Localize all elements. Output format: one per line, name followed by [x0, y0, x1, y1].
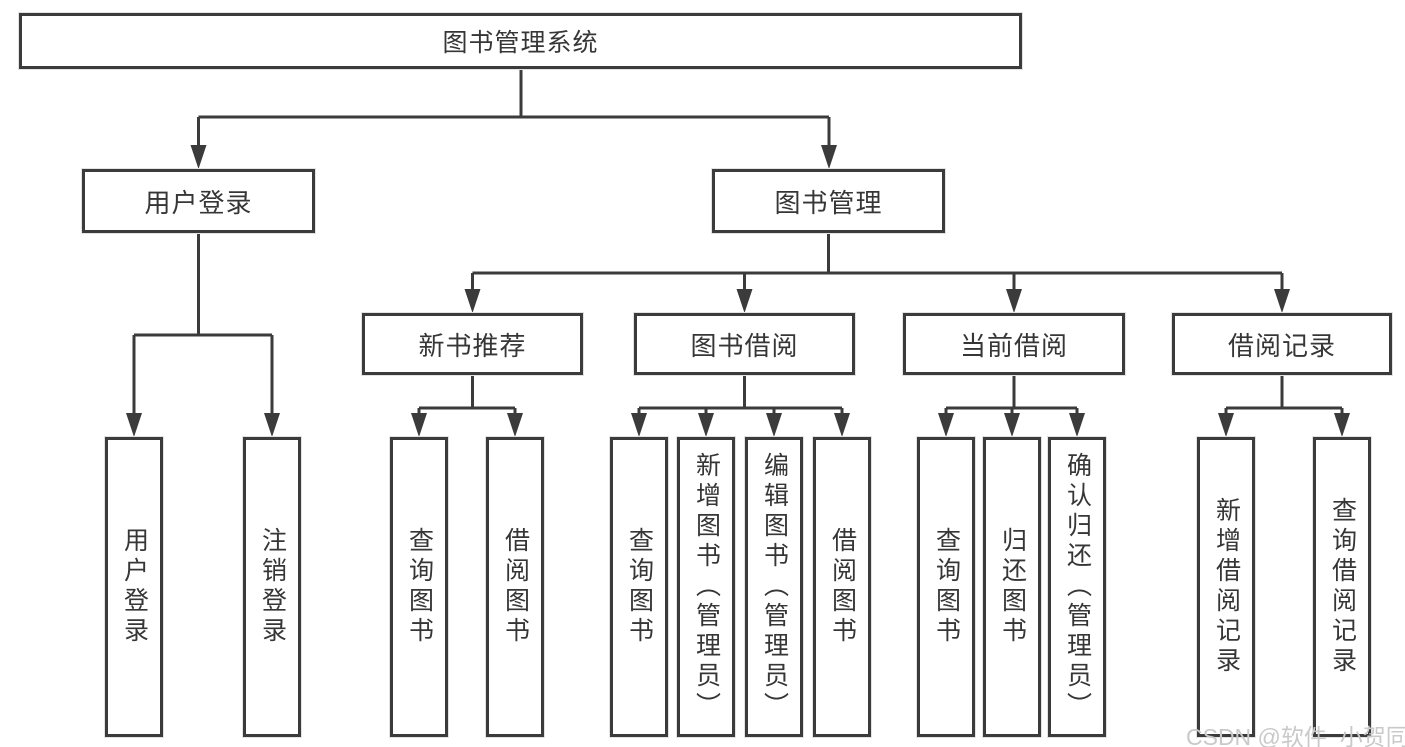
arrowhead	[264, 413, 280, 437]
leaf-return-books: 归还图书	[983, 437, 1041, 737]
node-book-management-label: 图书管理	[774, 187, 883, 218]
leaf-logout: 注销登录	[243, 437, 301, 737]
connector-book-management-to-level3	[471, 233, 1284, 294]
connector-book-borrow-to-leaves	[637, 375, 844, 418]
leaf-query-borrow-record-label: 查询借阅记录	[1328, 497, 1357, 677]
arrowhead	[821, 145, 837, 169]
arrowhead	[411, 413, 427, 437]
leaf-user-login: 用户登录	[105, 437, 163, 737]
leaf-query-books-borrow-label: 查询图书	[625, 527, 654, 647]
leaf-add-borrow-record: 新增借阅记录	[1197, 437, 1255, 737]
arrowhead	[834, 413, 850, 437]
leaf-edit-books-admin-label: 编辑图书（管理员）	[760, 452, 789, 722]
leaf-confirm-return-admin-label: 确认归还（管理员）	[1063, 452, 1092, 722]
connector-new-book-to-leaves	[417, 375, 517, 418]
leaf-borrow-books: 借阅图书	[813, 437, 871, 737]
leaf-query-books-current-label: 查询图书	[932, 527, 961, 647]
node-borrow-records: 借阅记录	[1172, 313, 1392, 375]
leaf-add-books-admin: 新增图书（管理员）	[677, 437, 735, 737]
connector-user-login-to-leaves	[132, 233, 274, 418]
arrowhead	[1274, 289, 1290, 313]
arrowhead	[698, 413, 714, 437]
node-root-label: 图书管理系统	[442, 29, 599, 57]
arrowhead	[1218, 413, 1234, 437]
arrowhead	[631, 413, 647, 437]
arrowhead	[766, 413, 782, 437]
node-book-borrow-label: 图书借阅	[690, 330, 799, 361]
leaf-add-books-admin-label: 新增图书（管理员）	[692, 452, 721, 722]
arrowhead	[1069, 413, 1085, 437]
connector-current-borrow-to-leaves	[944, 375, 1079, 418]
node-new-book-recommend-label: 新书推荐	[418, 330, 527, 361]
node-borrow-records-label: 借阅记录	[1227, 330, 1336, 361]
node-user-login-label: 用户登录	[144, 187, 253, 218]
arrowhead	[126, 413, 142, 437]
arrowhead	[507, 413, 523, 437]
leaf-query-books-borrow: 查询图书	[610, 437, 668, 737]
leaf-edit-books-admin: 编辑图书（管理员）	[745, 437, 803, 737]
leaf-return-books-label: 归还图书	[998, 527, 1027, 647]
leaf-add-borrow-record-label: 新增借阅记录	[1212, 497, 1241, 677]
node-user-login: 用户登录	[82, 169, 315, 233]
leaf-query-books-recommend-label: 查询图书	[405, 527, 434, 647]
leaf-borrow-books-recommend-label: 借阅图书	[501, 527, 530, 647]
connector-root-to-level2	[197, 69, 831, 150]
leaf-confirm-return-admin: 确认归还（管理员）	[1048, 437, 1106, 737]
node-current-borrow-label: 当前借阅	[959, 330, 1068, 361]
leaf-user-login-label: 用户登录	[120, 527, 149, 647]
leaf-query-books-recommend: 查询图书	[390, 437, 448, 737]
leaf-query-books-current: 查询图书	[917, 437, 975, 737]
csdn-watermark: CSDN @软件_小贺同学	[1186, 724, 1405, 747]
arrowhead	[190, 145, 207, 169]
arrowhead	[1004, 413, 1020, 437]
arrowhead	[464, 289, 481, 313]
leaf-borrow-books-recommend: 借阅图书	[486, 437, 544, 737]
arrowhead	[938, 413, 954, 437]
node-new-book-recommend: 新书推荐	[362, 313, 583, 375]
connector-borrow-records-to-leaves	[1224, 375, 1344, 418]
leaf-borrow-books-label: 借阅图书	[828, 527, 857, 647]
arrowhead	[1334, 413, 1350, 437]
node-book-management: 图书管理	[712, 169, 945, 233]
node-book-borrow: 图书借阅	[634, 313, 855, 375]
node-current-borrow: 当前借阅	[903, 313, 1125, 375]
arrowhead	[1006, 289, 1022, 313]
arrowhead	[736, 289, 753, 313]
leaf-query-borrow-record: 查询借阅记录	[1313, 437, 1371, 737]
node-root: 图书管理系统	[19, 13, 1022, 69]
leaf-logout-label: 注销登录	[258, 527, 287, 647]
